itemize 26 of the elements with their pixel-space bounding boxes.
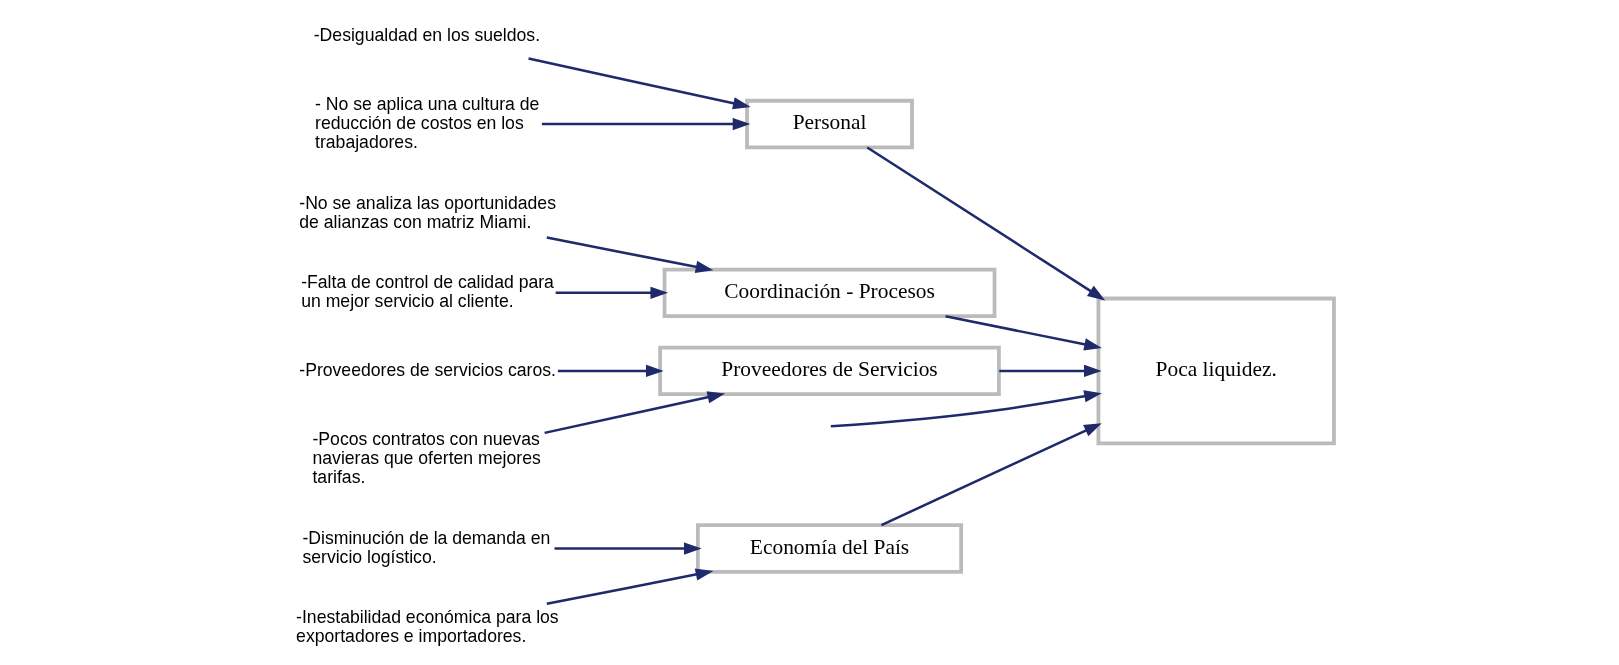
node-box: Personal xyxy=(744,98,914,150)
arrow xyxy=(541,117,750,131)
arrow xyxy=(944,314,1102,351)
node-text: -No se analiza las oportunidades de alianzas con matriz Miami. xyxy=(298,192,556,232)
arrow xyxy=(998,364,1102,378)
arrow xyxy=(830,390,1102,428)
node-text: -Pocos contratos con nuevas navieras que oferten mejores tarifas. xyxy=(311,428,541,487)
arrow xyxy=(543,391,725,435)
node-text: -Desigualdad en los sueldos. xyxy=(313,24,540,45)
arrow xyxy=(554,542,702,555)
node-box: Coordinación - Procesos xyxy=(662,267,996,318)
node-text: - No se aplica una cultura de reducción de costos en los trabajadores. xyxy=(314,93,539,152)
arrow xyxy=(546,236,713,273)
arrow xyxy=(866,146,1105,301)
arrow xyxy=(880,423,1102,527)
arrow xyxy=(546,568,713,606)
node-box: Poca liquidez. xyxy=(1096,296,1336,446)
node-box: Proveedores de Servicios xyxy=(657,345,1001,397)
node-text: -Proveedores de servicios caros. xyxy=(298,359,556,380)
arrow xyxy=(557,364,664,378)
arrow xyxy=(555,286,668,299)
node-text: -Falta de control de calidad para un mejor servicio al cliente. xyxy=(300,272,554,311)
arrow xyxy=(527,57,751,110)
node-text: -Inestabilidad económica para los exportadores e importadores. xyxy=(295,607,559,646)
node-text: -Disminución de la demanda en servicio logístico. xyxy=(301,527,550,567)
node-box: Economía del País xyxy=(695,523,963,574)
